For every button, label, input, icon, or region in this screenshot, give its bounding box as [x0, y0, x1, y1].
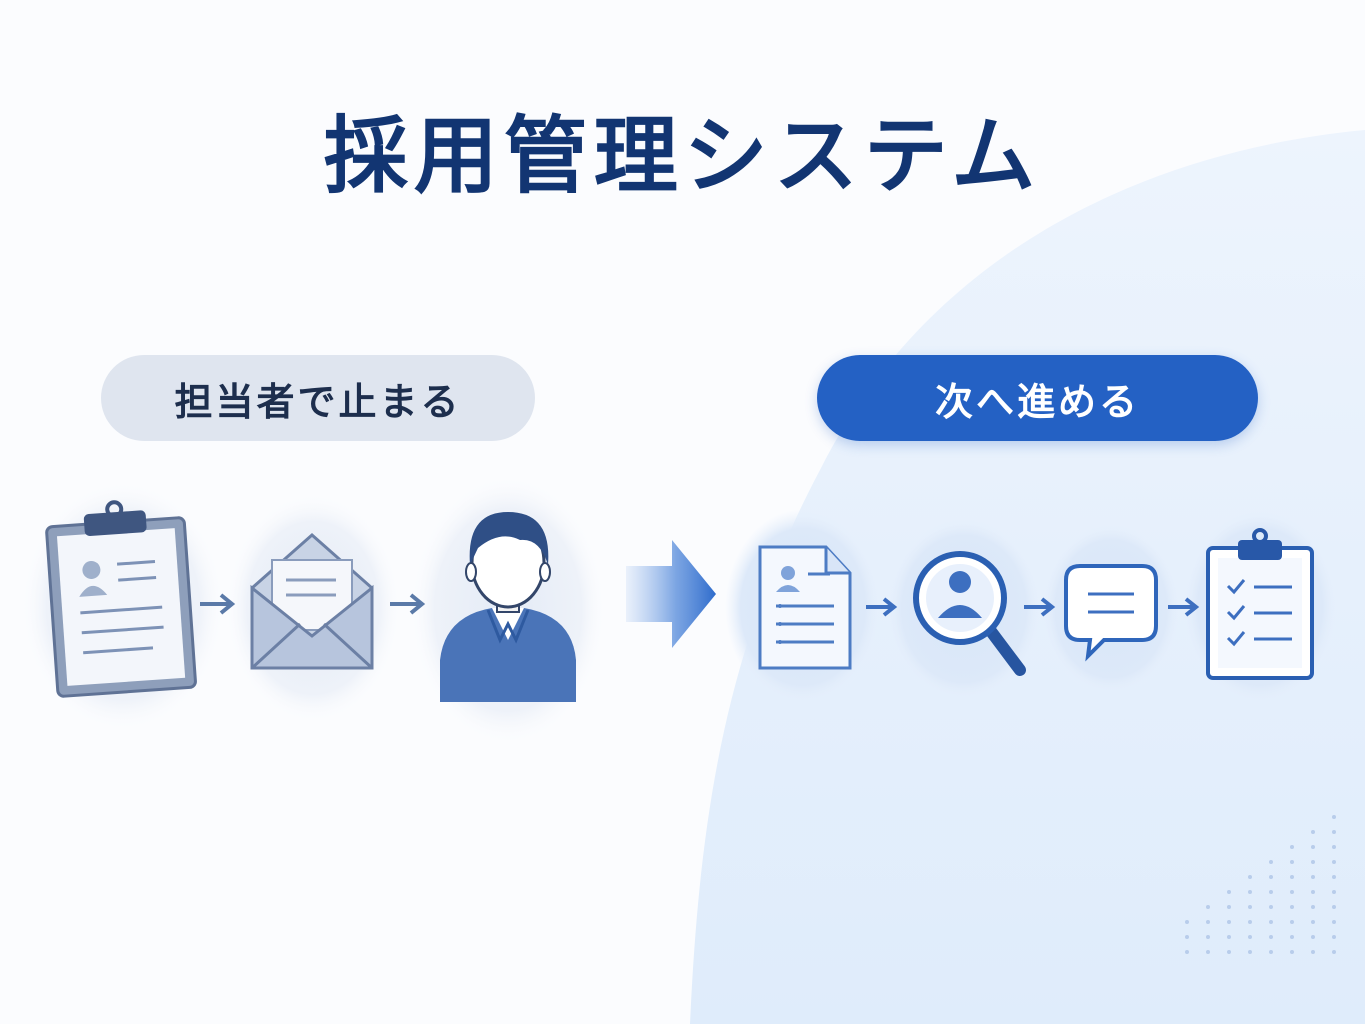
decorative-dot	[1332, 875, 1336, 879]
arrow-icon	[1024, 597, 1056, 617]
decorative-dot	[1269, 875, 1273, 879]
decorative-dot	[1206, 920, 1210, 924]
checklist-clipboard-icon	[1206, 528, 1314, 680]
decorative-dot	[1332, 920, 1336, 924]
decorative-dot	[1332, 815, 1336, 819]
decorative-dot	[1311, 935, 1315, 939]
decorative-dot	[1332, 950, 1336, 954]
decorative-dot	[1248, 950, 1252, 954]
decorative-dot	[1332, 890, 1336, 894]
decorative-dots	[1185, 815, 1336, 954]
decorative-dot	[1248, 905, 1252, 909]
decorative-dot	[1290, 860, 1294, 864]
decorative-dot	[1332, 860, 1336, 864]
decorative-dot	[1290, 875, 1294, 879]
resume-document-icon	[758, 545, 852, 670]
arrow-icon	[1168, 597, 1200, 617]
decorative-dot	[1269, 950, 1273, 954]
decorative-dot	[1206, 935, 1210, 939]
page-title: 採用管理システム	[323, 107, 1042, 205]
clipboard-resume-icon	[45, 500, 197, 698]
decorative-dot	[1311, 920, 1315, 924]
decorative-dot	[1185, 950, 1189, 954]
decorative-dot	[1311, 845, 1315, 849]
transition-arrow-icon	[626, 540, 716, 648]
arrow-icon	[390, 593, 426, 615]
decorative-dot	[1332, 830, 1336, 834]
person-icon	[440, 512, 576, 702]
decorative-dot	[1206, 950, 1210, 954]
decorative-dot	[1332, 935, 1336, 939]
decorative-dot	[1248, 875, 1252, 879]
chat-bubble-icon	[1064, 564, 1158, 662]
decorative-dot	[1269, 935, 1273, 939]
arrow-icon	[866, 597, 898, 617]
decorative-dot	[1227, 890, 1231, 894]
decorative-dot	[1248, 935, 1252, 939]
decorative-dot	[1311, 830, 1315, 834]
decorative-dot	[1311, 875, 1315, 879]
decorative-dot	[1311, 950, 1315, 954]
after-label-pill: 次へ進める	[817, 355, 1258, 441]
decorative-dot	[1290, 905, 1294, 909]
decorative-dot	[1248, 890, 1252, 894]
decorative-dot	[1227, 950, 1231, 954]
decorative-dot	[1206, 905, 1210, 909]
decorative-dot	[1227, 920, 1231, 924]
decorative-dot	[1290, 950, 1294, 954]
decorative-dot	[1269, 920, 1273, 924]
decorative-dot	[1290, 920, 1294, 924]
decorative-dot	[1227, 905, 1231, 909]
decorative-dot	[1311, 905, 1315, 909]
decorative-dot	[1332, 905, 1336, 909]
magnifier-person-icon	[913, 551, 1026, 676]
decorative-dot	[1290, 890, 1294, 894]
decorative-dot	[1269, 905, 1273, 909]
decorative-dot	[1185, 935, 1189, 939]
arrow-icon	[200, 593, 236, 615]
envelope-icon	[250, 532, 374, 670]
decorative-dot	[1248, 920, 1252, 924]
decorative-dot	[1269, 890, 1273, 894]
decorative-dot	[1332, 845, 1336, 849]
decorative-dot	[1290, 935, 1294, 939]
decorative-dot	[1311, 860, 1315, 864]
decorative-dot	[1227, 935, 1231, 939]
decorative-dot	[1290, 845, 1294, 849]
decorative-dot	[1269, 860, 1273, 864]
decorative-dot	[1311, 890, 1315, 894]
before-label-pill: 担当者で止まる	[101, 355, 535, 441]
decorative-dot	[1185, 920, 1189, 924]
